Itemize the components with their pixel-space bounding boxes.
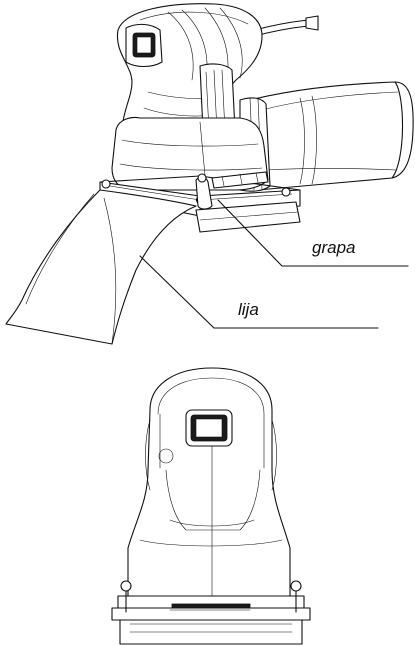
sandpaper-label: lija xyxy=(238,300,259,319)
front-clamp-left xyxy=(120,580,132,613)
sander-front-view xyxy=(111,367,311,645)
power-switch xyxy=(125,23,163,68)
clamp-label: grapa xyxy=(312,238,355,257)
paper-clamp xyxy=(195,171,269,210)
front-clamp-right xyxy=(290,580,302,613)
sander-body xyxy=(111,3,269,191)
front-base-plate xyxy=(111,595,311,645)
sandpaper-leader-line xyxy=(139,255,379,329)
sander-perspective-view: grapa lija xyxy=(5,3,414,345)
sandpaper-sheet xyxy=(5,189,197,345)
clamp-leader-line xyxy=(217,199,409,267)
front-power-switch xyxy=(185,409,233,447)
